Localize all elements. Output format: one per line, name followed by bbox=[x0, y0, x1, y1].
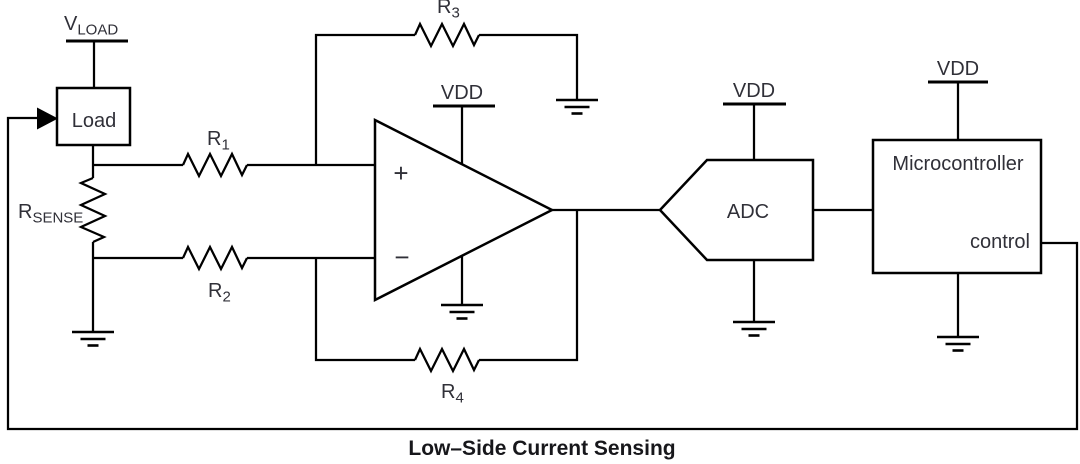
ground-symbol-rsense bbox=[70, 330, 116, 347]
r3-resistor bbox=[413, 21, 481, 49]
rsense-label: RSENSE bbox=[18, 201, 83, 227]
vdd-label-mcu: VDD bbox=[937, 58, 979, 80]
vload-label: VLOAD bbox=[64, 13, 118, 39]
diagram-title: Low–Side Current Sensing bbox=[408, 437, 675, 460]
r4-resistor bbox=[413, 346, 481, 374]
r3-label: R3 bbox=[437, 0, 460, 22]
rsense-resistor bbox=[78, 176, 108, 244]
vdd-label-opamp: VDD bbox=[441, 82, 483, 104]
opamp-plus-input-label: + bbox=[393, 158, 408, 188]
r1-label: R1 bbox=[207, 128, 230, 154]
ground-symbol-opamp bbox=[439, 303, 485, 320]
opamp-triangle bbox=[373, 117, 555, 303]
r2-label: R2 bbox=[208, 280, 231, 306]
noninverting-to-r3-wire bbox=[314, 33, 415, 165]
ground-symbol-mcu bbox=[935, 335, 981, 352]
adc-label: ADC bbox=[727, 201, 769, 223]
control-pin-label: control bbox=[970, 231, 1030, 253]
inverting-to-r4-wire bbox=[314, 258, 415, 362]
r2-resistor bbox=[181, 244, 249, 272]
r4-to-output-wire bbox=[479, 210, 579, 362]
load-label: Load bbox=[72, 110, 117, 132]
r3-to-ground-wire bbox=[479, 33, 579, 100]
r4-label: R4 bbox=[441, 381, 464, 407]
control-feedback-wire bbox=[6, 116, 1079, 431]
microcontroller-label: Microcontroller bbox=[892, 153, 1023, 175]
opamp-minus-input-label: − bbox=[394, 242, 409, 272]
vdd-label-adc: VDD bbox=[733, 80, 775, 102]
ground-symbol-adc bbox=[731, 320, 777, 337]
ground-symbol-r3 bbox=[554, 98, 600, 115]
feedback-arrow-icon bbox=[37, 107, 58, 130]
r1-resistor bbox=[181, 151, 249, 179]
